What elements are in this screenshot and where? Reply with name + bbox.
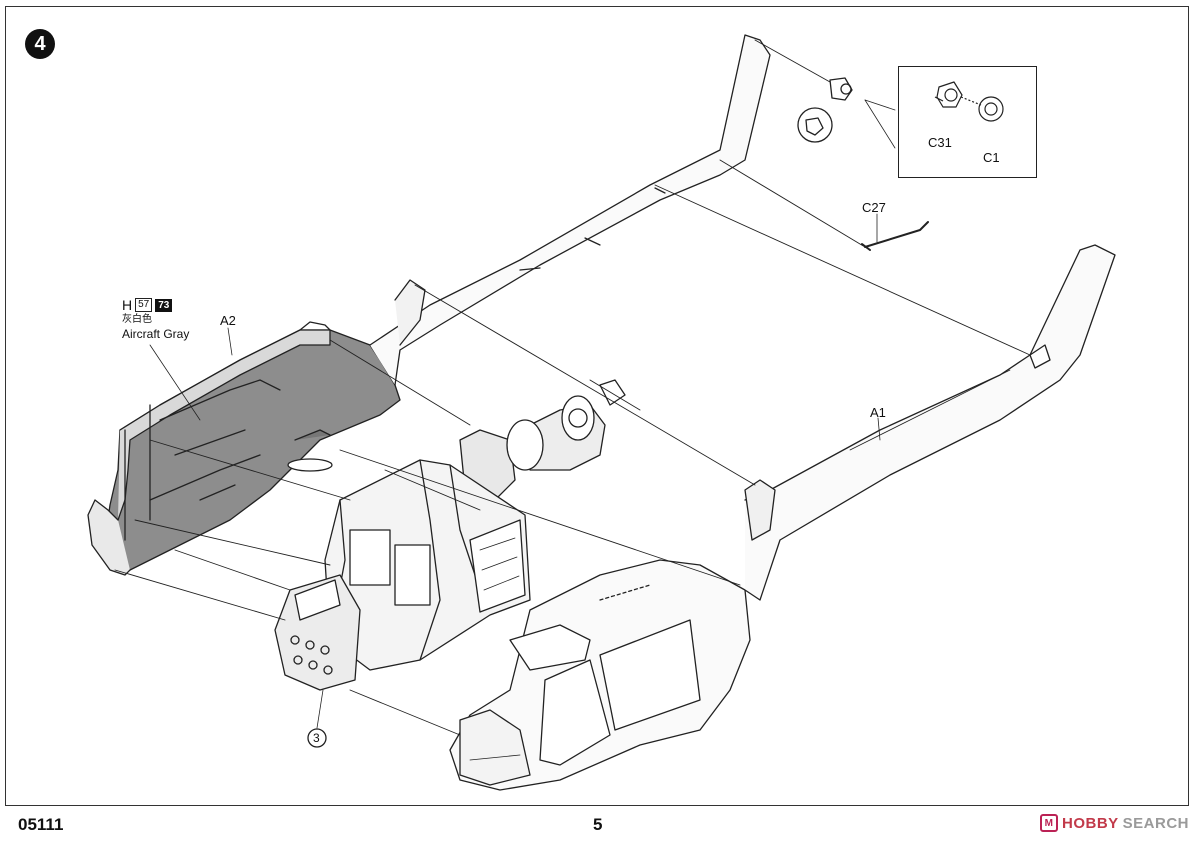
nose-subassembly	[274, 574, 361, 691]
part-c27	[861, 221, 929, 251]
label-c31: C31	[928, 135, 952, 150]
tail-boom-right	[744, 244, 1116, 601]
step-number-badge: 4	[25, 29, 55, 59]
fuselage-half-a1	[449, 559, 751, 791]
page-frame	[5, 6, 1189, 806]
assembly-guide-lines	[114, 39, 1031, 736]
paint-number-b: 73	[155, 298, 173, 312]
detail-inset-parts	[934, 81, 1004, 122]
label-c27: C27	[862, 200, 886, 215]
paint-brand-code: H	[122, 297, 133, 313]
paint-number-a: 57	[135, 298, 153, 312]
part-c31-c1-installed	[797, 77, 853, 143]
watermark-logo-icon: M	[1040, 814, 1058, 832]
engine-transmission	[459, 379, 626, 501]
tail-boom-left	[369, 34, 771, 386]
paint-name-chinese: 灰白色	[122, 314, 152, 325]
paint-code-row: H 57 73	[122, 298, 189, 312]
label-c1: C1	[983, 150, 1000, 165]
cabin-interior	[324, 459, 531, 671]
fuselage-half-a2	[87, 321, 401, 576]
watermark-brand: HOBBY	[1062, 814, 1119, 832]
label-a1: A1	[870, 405, 886, 420]
subassembly-ref-number: 3	[313, 731, 320, 745]
detail-inset-box	[898, 66, 1037, 178]
watermark-suffix: SEARCH	[1122, 814, 1190, 832]
label-leaders	[149, 99, 896, 729]
watermark: M HOBBY SEARCH	[1040, 814, 1189, 832]
product-code: 05111	[18, 815, 64, 834]
subassembly-callout	[307, 728, 327, 748]
paint-callout: H 57 73 灰白色 Aircraft Gray	[122, 298, 189, 341]
label-a2: A2	[220, 313, 236, 328]
page-number: 5	[593, 815, 603, 834]
paint-name-english: Aircraft Gray	[122, 327, 190, 341]
